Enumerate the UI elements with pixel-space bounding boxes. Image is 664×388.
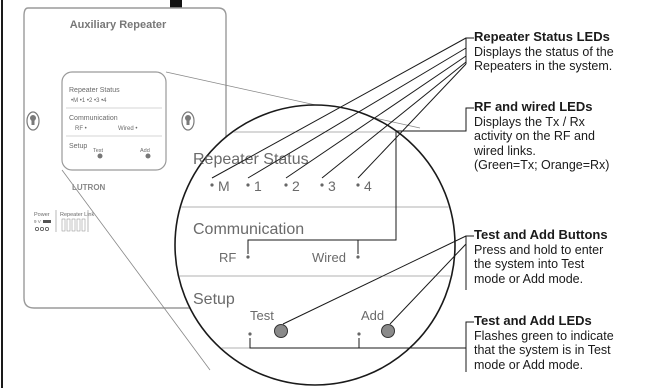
callout-desc: Press and hold to enter the system into … — [474, 242, 604, 286]
small-wired: Wired • — [118, 126, 137, 132]
zoom-repeater-status: Repeater Status — [193, 151, 309, 168]
bottom-port-block: Power 9 V Repeater Link — [34, 210, 94, 232]
rf-led — [246, 255, 250, 259]
zoom-line-top — [165, 71, 421, 129]
small-setup: Setup — [69, 143, 87, 150]
zoom-test: Test — [250, 308, 274, 323]
test-led — [248, 332, 252, 336]
zoom-add: Add — [361, 308, 384, 323]
status-led-label: 4 — [364, 178, 372, 194]
callout-test-add-leds: Test and Add LEDs Flashes green to indic… — [474, 313, 662, 372]
add-button[interactable] — [381, 324, 395, 338]
callout-title: Repeater Status LEDs — [474, 29, 610, 44]
mounting-hole-left-icon — [26, 111, 40, 131]
callout-title: Test and Add LEDs — [474, 313, 592, 328]
magnified-panel — [174, 104, 456, 386]
voltage-label: 9 V — [34, 219, 41, 224]
status-led-label: 3 — [328, 178, 336, 194]
callout-repeater-status-leds: Repeater Status LEDs Displays the status… — [474, 29, 662, 74]
zoom-communication: Communication — [193, 221, 304, 238]
small-test: Test — [93, 148, 104, 154]
small-repeater-status: Repeater Status — [69, 87, 120, 94]
callout-desc: Displays the Tx / Rx activity on the RF … — [474, 114, 610, 173]
small-add: Add — [140, 148, 150, 154]
callout-desc: Flashes green to indicate that the syste… — [474, 328, 614, 372]
small-led-panel — [61, 71, 167, 171]
power-cord — [170, 0, 182, 11]
small-test-button[interactable] — [97, 153, 103, 159]
small-communication: Communication — [69, 115, 118, 122]
callout-desc: Displays the status of the Repeaters in … — [474, 44, 614, 74]
power-label: Power — [34, 212, 50, 218]
status-led-row: M 1 2 3 4 — [210, 178, 372, 194]
status-led-label: M — [218, 178, 230, 194]
test-button[interactable] — [274, 324, 288, 338]
small-status-leds: •M •1 •2 •3 •4 — [71, 98, 107, 104]
repeater-link-label: Repeater Link — [60, 212, 94, 218]
small-brand-logo: LUTRON — [72, 183, 106, 192]
callout-title: RF and wired LEDs — [474, 99, 593, 114]
status-led-label: 1 — [254, 178, 262, 194]
wired-led — [356, 255, 360, 259]
zoom-setup: Setup — [193, 291, 235, 308]
device-title: Auxiliary Repeater — [70, 19, 167, 31]
add-led — [357, 332, 361, 336]
callout-test-add-buttons: Test and Add Buttons Press and hold to e… — [474, 227, 662, 286]
status-led-label: 2 — [292, 178, 300, 194]
callout-rf-wired-leds: RF and wired LEDs Displays the Tx / Rx a… — [474, 99, 662, 173]
callout-title: Test and Add Buttons — [474, 227, 608, 242]
small-rf: RF • — [75, 126, 87, 132]
leader-lines — [211, 37, 474, 372]
zoom-rf: RF — [219, 250, 236, 265]
zoom-wired: Wired — [312, 250, 346, 265]
small-add-button[interactable] — [145, 153, 151, 159]
zoom-line-bottom — [61, 169, 211, 371]
mounting-hole-right-icon — [181, 111, 195, 131]
